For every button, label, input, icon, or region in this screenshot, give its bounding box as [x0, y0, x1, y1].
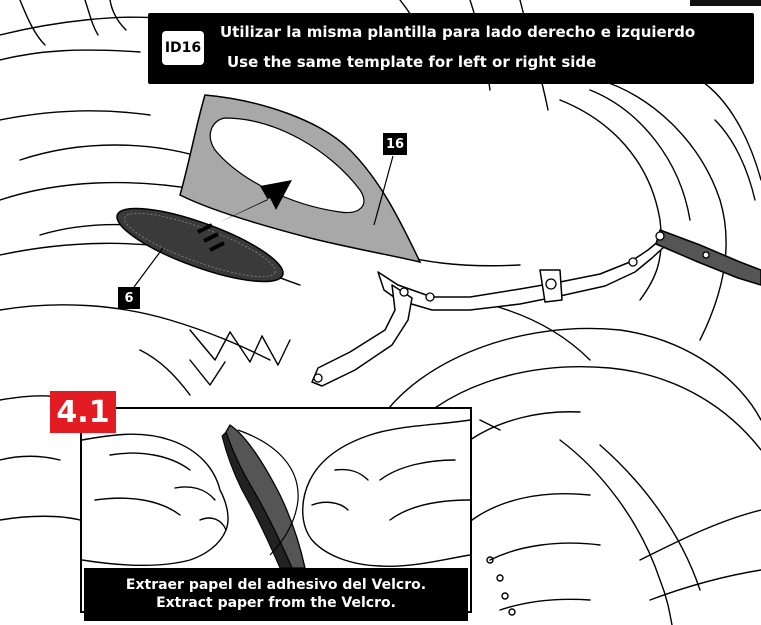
step-number-badge: 4.1: [50, 391, 116, 433]
part-label-6: 6: [118, 287, 140, 309]
bracket-holes: [313, 231, 710, 383]
instruction-callout: ID16 Utilizar la misma plantilla para la…: [148, 13, 754, 84]
callout-text-en: Use the same template for left or right …: [227, 53, 597, 71]
part-label-16: 16: [383, 133, 407, 155]
id-badge: ID16: [162, 31, 204, 65]
callout-text-es: Utilizar la misma plantilla para lado de…: [220, 23, 696, 41]
step-caption: Extraer papel del adhesivo del Velcro. E…: [84, 568, 468, 621]
push-direction-arrow-icon: [197, 180, 292, 252]
leader-line-16: [373, 155, 394, 226]
step-caption-en: Extract paper from the Velcro.: [156, 595, 396, 611]
step-caption-es: Extraer papel del adhesivo del Velcro.: [125, 577, 427, 593]
velcro-part-6: [116, 207, 284, 283]
corner-tab: [690, 0, 761, 6]
leader-line-6: [133, 247, 164, 288]
template-cutout: [209, 117, 365, 214]
